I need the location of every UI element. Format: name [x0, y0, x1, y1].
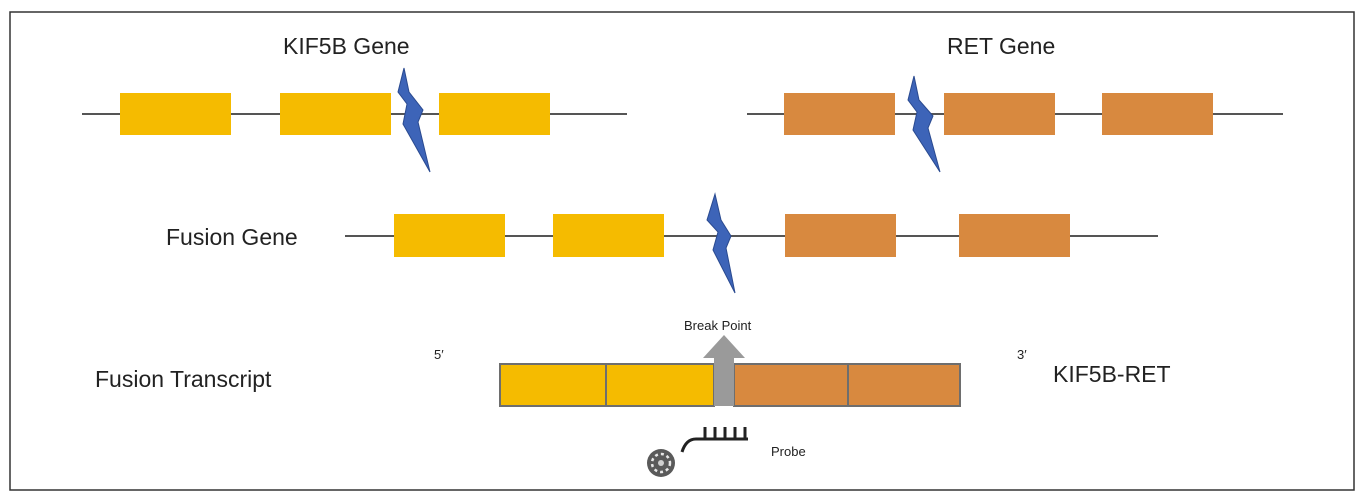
- diagram-frame: [9, 11, 1355, 491]
- ret-exon-2: [944, 93, 1055, 135]
- fusion-transcript-label: Fusion Transcript: [95, 366, 272, 392]
- kif5b-gene-label: KIF5B Gene: [283, 33, 410, 59]
- five-prime-label: 5′: [434, 347, 444, 362]
- fusion-transcript-bar: [499, 363, 961, 407]
- fusion-kif5b-exon-1: [394, 214, 505, 257]
- three-prime-label: 3′: [1017, 347, 1027, 362]
- kif5b-exon-2: [280, 93, 391, 135]
- kif5b-exon-1: [120, 93, 231, 135]
- fusion-kif5b-exon-2: [553, 214, 664, 257]
- fluorophore-icon: [647, 449, 675, 477]
- transcript-kif5b-exon-1: [499, 363, 607, 407]
- fusion-gene-label: Fusion Gene: [166, 224, 298, 250]
- transcript-kif5b-exon-2: [605, 363, 715, 407]
- ret-gene-label: RET Gene: [947, 33, 1055, 59]
- break-point-label: Break Point: [684, 318, 752, 333]
- probe-label: Probe: [771, 444, 806, 459]
- fusion-ret-exon-1: [785, 214, 896, 257]
- ret-exon-1: [784, 93, 895, 135]
- probe-icon: [680, 427, 748, 453]
- fusion-ret-exon-2: [959, 214, 1070, 257]
- kif5b-exon-3: [439, 93, 550, 135]
- transcript-ret-exon-1: [733, 363, 849, 407]
- ret-exon-3: [1102, 93, 1213, 135]
- lightning-bolt-icon: [907, 75, 941, 173]
- transcript-ret-exon-2: [847, 363, 961, 407]
- lightning-bolt-icon: [397, 67, 431, 173]
- lightning-bolt-icon: [706, 192, 736, 294]
- up-arrow-icon: [703, 335, 745, 406]
- fusion-name-label: KIF5B-RET: [1053, 361, 1171, 387]
